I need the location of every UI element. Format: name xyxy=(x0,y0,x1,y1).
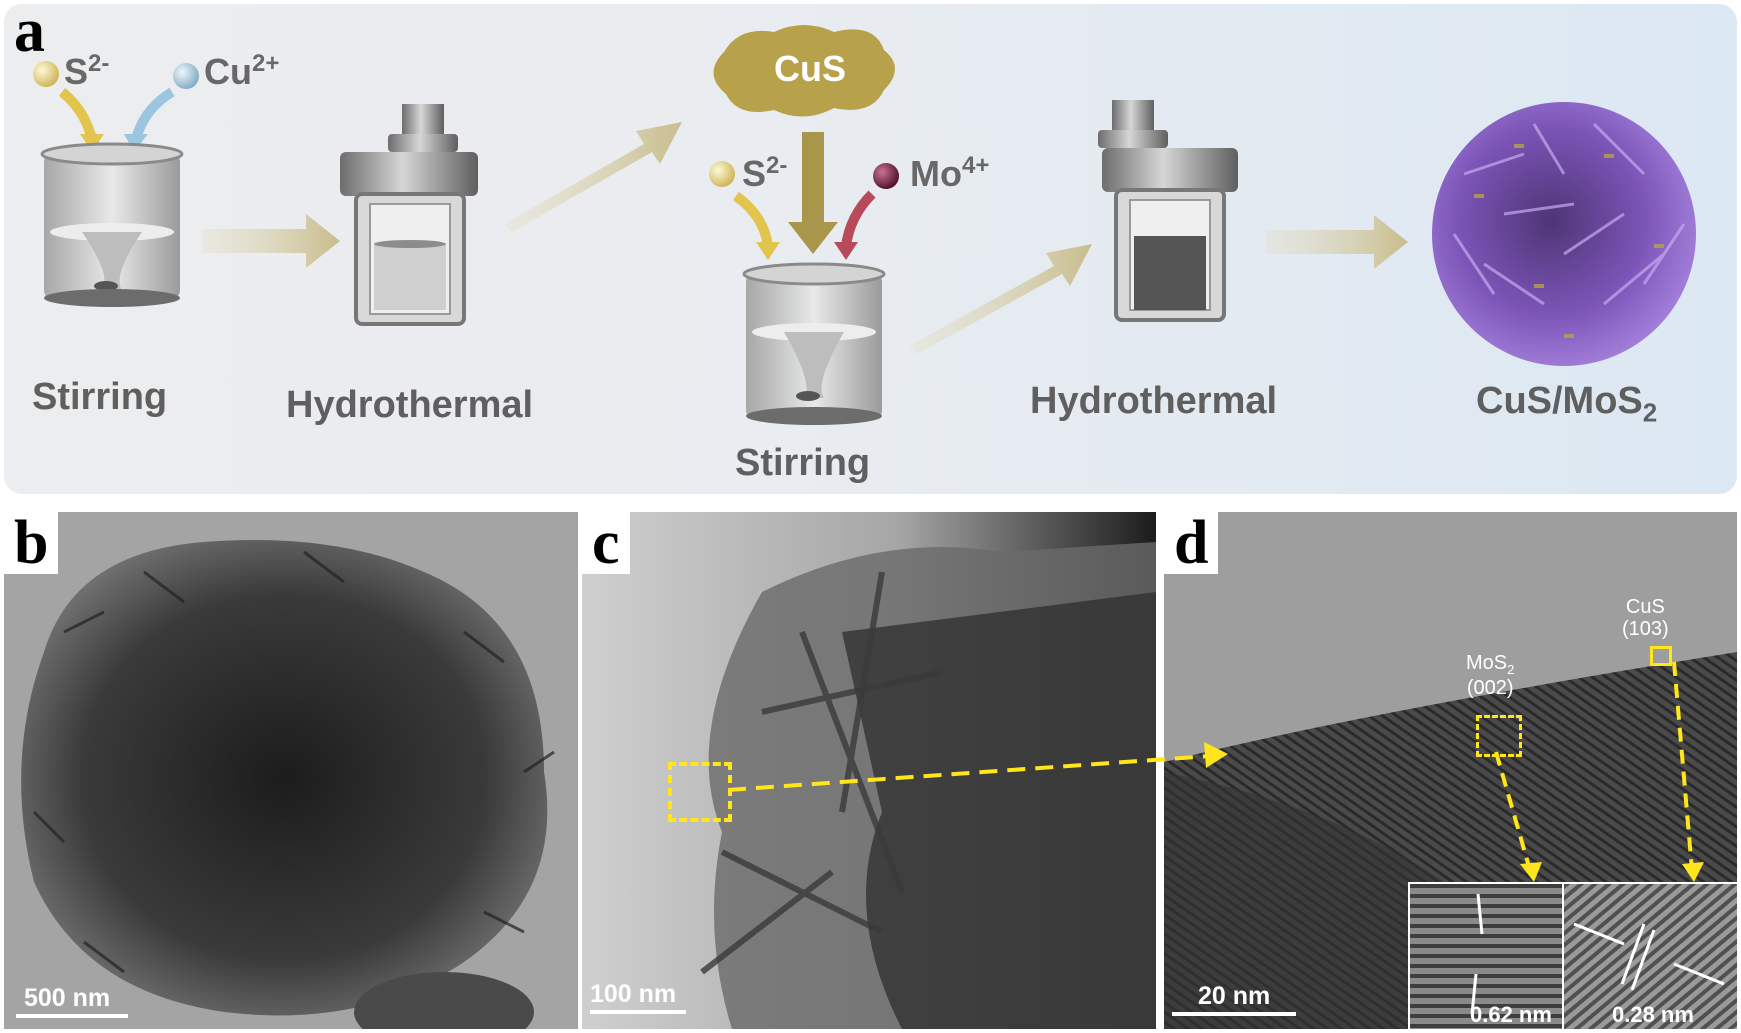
cus-blob xyxy=(713,25,895,117)
inset-mos2-drawing xyxy=(1410,884,1564,1029)
cus-label-d: CuS (103) xyxy=(1622,596,1669,640)
autoclave-2 xyxy=(1098,100,1238,322)
process-arrow-1 xyxy=(202,214,340,268)
selection-box-cus xyxy=(1650,646,1672,666)
s-ion-arrow-2 xyxy=(732,191,773,247)
selection-box-mos2 xyxy=(1476,715,1522,757)
tem-image-d: d MoS2 (002) CuS (103) 0.62 nm 0.28 nm 2… xyxy=(1164,512,1737,1029)
step-label-hydrothermal-2: Hydrothermal xyxy=(1030,380,1278,422)
inset-cus-drawing xyxy=(1564,884,1737,1029)
scalebar-c xyxy=(590,1010,686,1014)
step-label-stirring-2: Stirring xyxy=(735,442,871,484)
s-ion-label-1: S2- xyxy=(64,50,110,92)
panel-c-letter: c xyxy=(582,512,630,574)
tem-image-b: b 500 nm xyxy=(4,512,578,1029)
scalebar-d-label: 20 nm xyxy=(1198,982,1271,1010)
step-label-stirring-1: Stirring xyxy=(32,376,168,418)
mos2-label-d: MoS2 (002) xyxy=(1466,652,1515,700)
scalebar-c-label: 100 nm xyxy=(590,980,677,1008)
process-arrow-2 xyxy=(504,122,682,232)
scalebar-b xyxy=(16,1014,128,1018)
mo-ion-arrow xyxy=(841,190,876,247)
beaker-2 xyxy=(742,262,886,425)
schematic-panel: a S2- Cu2+ S2- Mo4+ CuS Stirring Hydroth… xyxy=(4,4,1737,494)
inset-cus-lattice: 0.28 nm xyxy=(1562,882,1737,1029)
panel-a-letter: a xyxy=(14,4,45,65)
process-arrow-4 xyxy=(1266,215,1408,269)
autoclave-1 xyxy=(340,104,478,326)
panel-b-letter: b xyxy=(4,512,59,574)
s-ion-label-2: S2- xyxy=(742,152,788,194)
s-ion-arrow-1 xyxy=(58,88,97,141)
cus-blob-label: CuS xyxy=(774,48,846,89)
s-ion-ball-1 xyxy=(33,61,59,87)
mo-ion-label: Mo4+ xyxy=(910,152,990,194)
tem-image-c: c 100 nm xyxy=(582,512,1156,1029)
cu-ion-label: Cu2+ xyxy=(204,50,280,92)
mo-ion-ball xyxy=(873,163,899,189)
tem-b-drawing xyxy=(4,512,578,1029)
cu-ion-ball xyxy=(173,63,199,89)
cus-down-arrow xyxy=(788,132,838,254)
cus-mos2-sphere xyxy=(1432,102,1696,366)
scalebar-b-label: 500 nm xyxy=(24,984,111,1012)
cu-ion-arrow xyxy=(131,87,175,141)
scalebar-d xyxy=(1172,1012,1296,1016)
selection-box-c xyxy=(668,762,732,822)
panel-d-letter: d xyxy=(1164,512,1219,574)
s-ion-ball-2 xyxy=(709,161,735,187)
inset-mos2-lattice: 0.62 nm xyxy=(1408,882,1566,1029)
schematic-drawing xyxy=(33,25,1696,425)
process-arrow-3 xyxy=(909,244,1092,354)
beaker-1 xyxy=(40,142,184,307)
step-label-hydrothermal-1: Hydrothermal xyxy=(286,384,534,426)
inset-mos2-spacing: 0.62 nm xyxy=(1470,1002,1552,1027)
step-label-product: CuS/MoS2 xyxy=(1476,380,1658,428)
inset-cus-spacing: 0.28 nm xyxy=(1612,1002,1694,1027)
